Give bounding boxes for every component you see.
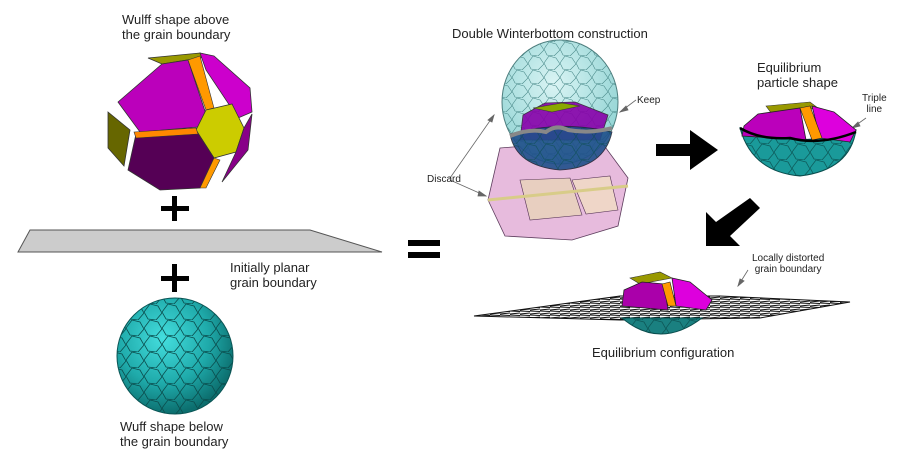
arrow-right-icon: [656, 130, 718, 170]
distorted-gb-line1: Locally distorted: [752, 253, 825, 264]
eq-particle-line1: Equilibrium: [757, 60, 822, 75]
plus-sign-icon: [161, 264, 189, 292]
wulff-below-label: Wuff shape below the grain boundary: [120, 419, 228, 449]
triple-line-line2: line: [866, 104, 883, 115]
equilibrium-particle-label: Equilibrium particle shape: [757, 60, 838, 90]
wulff-below-line2: the grain boundary: [120, 434, 229, 449]
planar-grain-boundary: [17, 229, 383, 253]
plus-sign-icon: [161, 196, 189, 221]
equilibrium-configuration-label: Equilibrium configuration: [592, 345, 735, 360]
equilibrium-configuration: [473, 271, 851, 335]
double-winterbottom-shape: [487, 39, 629, 241]
triple-line-label: Triple line: [862, 93, 887, 115]
wulff-shape-above: [107, 52, 253, 191]
distorted-gb-label: Locally distorted grain boundary: [752, 253, 824, 275]
wulff-above-label-line2: the grain boundary: [122, 27, 231, 42]
equilibrium-particle-shape: [739, 101, 857, 177]
grain-boundary-label: Initially planar grain boundary: [230, 260, 317, 290]
discard-label: Discard: [427, 174, 461, 185]
grain-boundary-line2: grain boundary: [230, 275, 317, 290]
wulff-below-line1: Wuff shape below: [120, 419, 223, 434]
distorted-gb-line2: grain boundary: [754, 264, 822, 275]
triple-line-line1: Triple: [862, 93, 887, 104]
wulff-shape-below: [116, 297, 234, 415]
grain-boundary-line1: Initially planar: [230, 260, 310, 275]
eq-particle-line2: particle shape: [757, 75, 838, 90]
keep-label: Keep: [637, 95, 661, 106]
arrow-down-left-icon: [706, 198, 760, 246]
equals-sign-icon: [408, 240, 440, 258]
figure-title: Double Winterbottom construction: [452, 26, 648, 41]
wulff-above-label: Wulff shape above the grain boundary: [122, 12, 230, 42]
wulff-above-label-line1: Wulff shape above: [122, 12, 230, 27]
leader-lines: [449, 99, 867, 288]
